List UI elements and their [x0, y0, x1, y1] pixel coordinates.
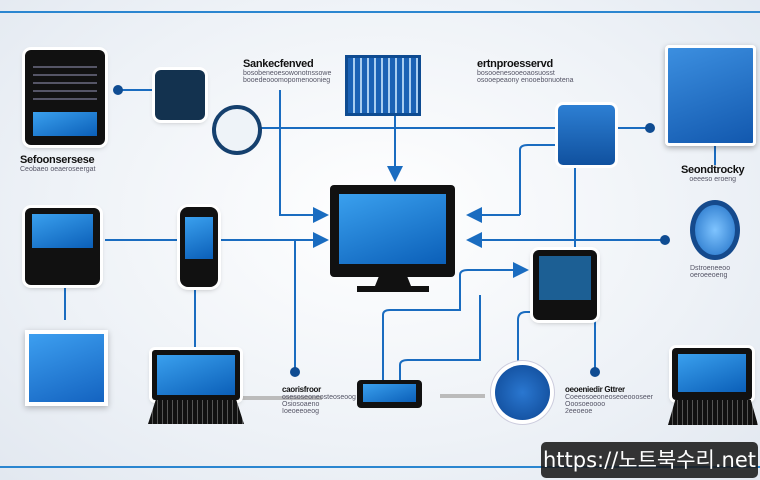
label-right-top: Seondtrocky oeeeso eroeng [681, 164, 745, 183]
divider-bar [242, 396, 322, 400]
node-dot [113, 85, 123, 95]
watermark: https://노트북수리.net [541, 442, 758, 478]
label-title: ertnproesservd [477, 58, 553, 70]
tablet-device-icon [533, 250, 597, 320]
water-drop-icon [690, 200, 740, 260]
label-sub: oeroeeoeng [690, 272, 728, 279]
smartphone-icon [180, 207, 218, 287]
label-sub: booedeooomopomenoonieg [243, 77, 331, 84]
wire [399, 295, 481, 380]
label-title: Seondtrocky [681, 164, 745, 176]
node-dot [660, 235, 670, 245]
server-rack-icon [345, 55, 421, 116]
label-sub: Ceobaeo oeaeroseergat [20, 166, 96, 173]
label-sub: osooepeaony enooebonuotena [477, 77, 574, 84]
label-sub: Coeeosoeoneoseoeoooseer [565, 394, 653, 401]
router-icon [558, 105, 615, 165]
wire [279, 90, 329, 223]
divider-bar [440, 394, 485, 398]
node-dot [645, 123, 655, 133]
label-bottom-right: oeoeniedir Gttrer Coeeosoeoneoseoeooosee… [565, 385, 653, 415]
tablet-icon [665, 45, 756, 146]
camera-icon [212, 105, 262, 155]
card-reader-icon [357, 380, 422, 408]
label-left-top: Sefoonsersese Ceobaeo oeaeroseergat [20, 154, 96, 173]
server-box-icon [155, 70, 205, 120]
label-top-center: Sankecfenved bosobeneoesowonotnssowe boo… [243, 58, 331, 84]
label-right-mid: Dstroeneeoo oeroeeoeng [690, 265, 730, 279]
keyboard-right-icon [668, 400, 758, 425]
laptop-bottom-icon [152, 350, 240, 400]
label-sub: Ooosoeoooo [565, 401, 606, 408]
label-title: oeoeniedir Gttrer [565, 385, 625, 394]
node-dot [290, 367, 300, 377]
label-sub: bosobeneoesowonotnssowe [243, 70, 332, 77]
wire [382, 262, 529, 380]
label-title: Sankecfenved [243, 58, 314, 70]
laptop-right-icon [672, 348, 752, 400]
label-title: Sefoonsersese [20, 154, 95, 166]
node-dot [590, 367, 600, 377]
label-sub: bosooenesooeoaosuosst [477, 70, 555, 77]
display-panel-icon [25, 330, 108, 406]
clock-dial-icon [495, 365, 550, 420]
wire [517, 311, 533, 365]
label-title: Dstroeneeoo [690, 265, 731, 272]
label-top-right: ertnproesservd bosooenesooeoaosuosst oso… [477, 58, 574, 84]
label-sub: Osiosoaeno [282, 401, 320, 408]
label-sub: Ioeoeeoeog [282, 408, 319, 415]
monitor-icon [330, 185, 455, 277]
label-sub: oeeeso eroeng [689, 176, 737, 183]
label-bottom-center: caorisfroor osesoseoneosteoseoog Osiosoa… [282, 385, 356, 415]
label-sub: osesoseoneosteoseoog [282, 394, 356, 401]
label-title: caorisfroor [282, 385, 321, 394]
label-sub: 2eeoeoe [565, 408, 593, 415]
server-terminal-icon [25, 50, 105, 145]
laptop-icon [25, 208, 100, 285]
wire [519, 144, 558, 215]
keyboard-icon [148, 400, 244, 424]
